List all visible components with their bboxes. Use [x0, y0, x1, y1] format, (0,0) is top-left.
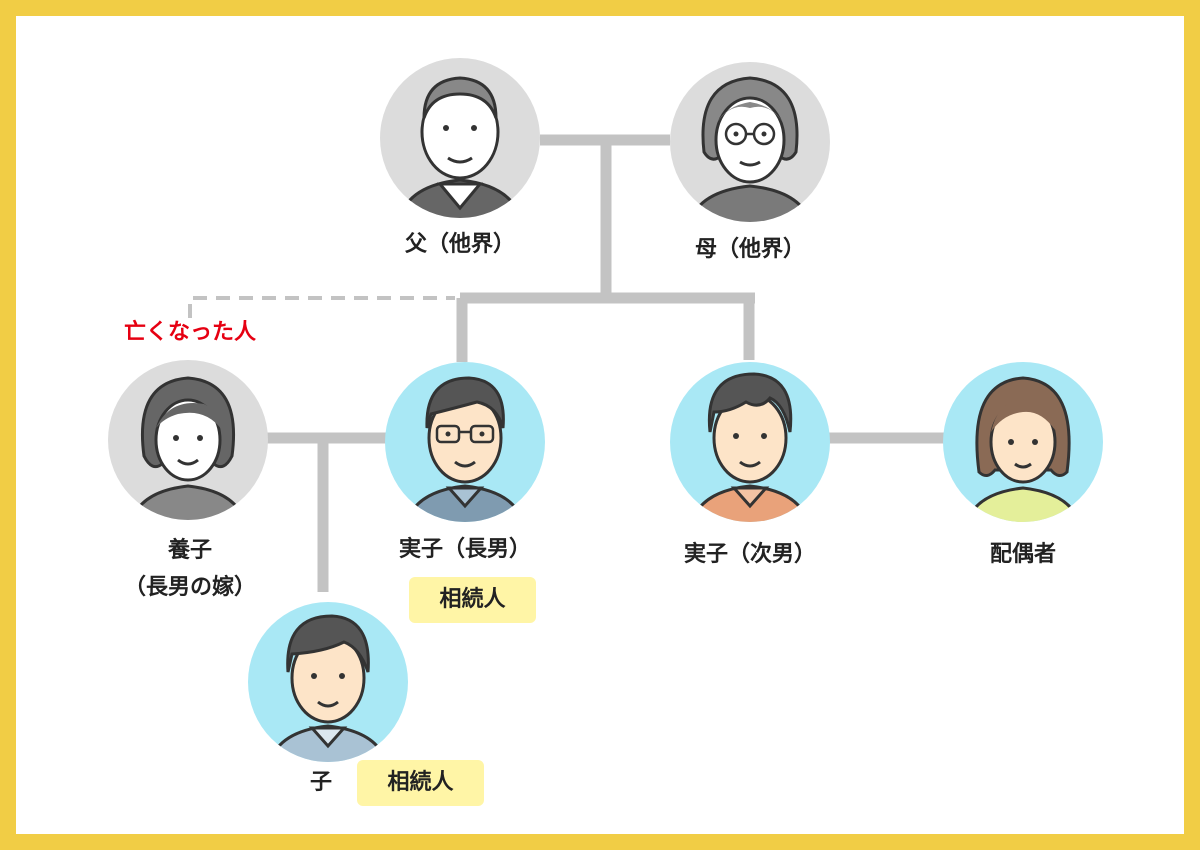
man-glasses-icon — [385, 362, 545, 522]
eldest-son-label: 実子（長男） — [398, 537, 531, 562]
mother-label: 母（他界） — [694, 237, 805, 262]
adopted-child-label-line1: 養子 — [167, 538, 212, 563]
second-son-avatar — [670, 362, 830, 522]
woman-icon — [108, 360, 268, 520]
father-label: 父（他界） — [404, 232, 515, 257]
elderly-woman-icon — [670, 62, 830, 222]
adoption-dashed-line — [188, 296, 455, 318]
father-avatar — [380, 58, 540, 218]
adopted-child-avatar — [108, 360, 268, 520]
child-avatar — [248, 602, 408, 762]
eldest-son-heir-badge: 相続人 — [409, 577, 536, 623]
young-man-icon — [248, 602, 408, 762]
man-icon — [670, 362, 830, 522]
child-heir-badge: 相続人 — [357, 760, 484, 806]
deceased-label: 亡くなった人 — [123, 320, 256, 345]
spouse-label: 配偶者 — [989, 542, 1056, 567]
elderly-man-icon — [380, 58, 540, 218]
mother-avatar — [670, 62, 830, 222]
eldest-son-avatar — [385, 362, 545, 522]
child-label: 子 — [309, 770, 332, 795]
spouse-avatar — [943, 362, 1103, 522]
second-son-label: 実子（次男） — [683, 542, 816, 567]
adopted-child-label-line2: （長男の嫁） — [123, 575, 256, 600]
woman-icon — [943, 362, 1103, 522]
